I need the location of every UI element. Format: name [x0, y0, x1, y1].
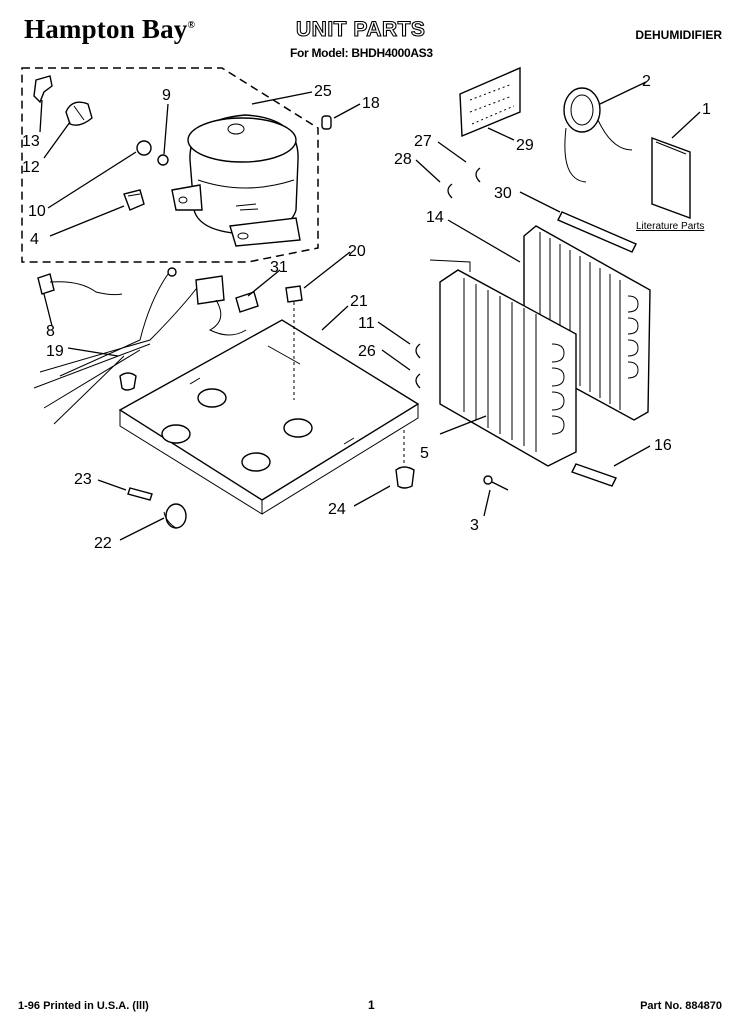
callout-12: 12 [22, 159, 40, 176]
callout-21: 21 [350, 293, 368, 310]
callout-8: 8 [46, 323, 55, 340]
clip-part-26 [415, 373, 421, 389]
bushing-part-31 [235, 291, 259, 313]
callout-24: 24 [328, 501, 346, 518]
callout-11: 11 [358, 315, 375, 332]
callout-10: 10 [28, 203, 46, 220]
compressor-assembly-outline [21, 67, 319, 263]
condenser-part [439, 269, 577, 467]
callout-3: 3 [470, 517, 479, 534]
callout-23: 23 [74, 471, 92, 488]
thermistor-part [37, 273, 123, 296]
duct-collar-part [563, 87, 633, 183]
print-note: 1-96 Printed in U.S.A. (lll) [18, 1000, 149, 1012]
seal-strip-part-30 [557, 211, 637, 253]
callout-20: 20 [348, 243, 366, 260]
callout-22: 22 [94, 535, 112, 552]
callout-9: 9 [162, 87, 171, 104]
clip-part-13 [33, 75, 53, 104]
compressor-part [171, 114, 301, 247]
callout-18: 18 [362, 95, 380, 112]
clip-part-27 [475, 167, 481, 183]
callout-2: 2 [642, 73, 651, 90]
callout-26: 26 [358, 343, 376, 360]
brand-name: Hampton Bay [24, 14, 188, 44]
clip-part-28 [447, 183, 453, 199]
clip-part-11 [415, 343, 421, 359]
callout-4: 4 [30, 231, 39, 248]
page-title: UNIT PARTS [295, 17, 426, 41]
screw-part [483, 475, 509, 491]
page-number: 1 [368, 998, 375, 1012]
brand-registered-mark: ® [187, 20, 196, 31]
callout-16: 16 [654, 437, 672, 454]
bushing-part-22 [163, 503, 187, 529]
model-subtitle: For Model: BHDH4000AS3 [290, 46, 433, 60]
foot-part [395, 430, 415, 489]
overload-part-10 [136, 140, 169, 166]
cover-part-12 [65, 101, 93, 126]
grommet-part-20 [285, 285, 303, 400]
callout-5: 5 [420, 445, 429, 462]
callout-28: 28 [394, 151, 412, 168]
filter-part [459, 66, 521, 138]
wire-harness-part [33, 267, 247, 425]
callout-27: 27 [414, 133, 432, 150]
pin-part-23 [127, 487, 153, 501]
seal-strip-part-16 [571, 463, 617, 487]
grommet-part-18 [321, 115, 332, 130]
callout-19: 19 [46, 343, 64, 360]
callout-31: 31 [270, 259, 288, 276]
base-pan-part [118, 319, 420, 515]
callout-14: 14 [426, 209, 444, 226]
part-number: Part No. 884870 [640, 1000, 722, 1012]
brand-logo: Hampton Bay® [24, 14, 195, 45]
literature-parts-label: Literature Parts [636, 221, 704, 232]
callout-29: 29 [516, 137, 534, 154]
callout-1: 1 [702, 101, 711, 118]
relay-part-4 [123, 189, 145, 211]
callout-13: 13 [22, 133, 40, 150]
callout-leaders [39, 81, 701, 541]
callout-30: 30 [494, 185, 512, 202]
literature-part [651, 136, 691, 220]
callout-25: 25 [314, 83, 332, 100]
product-category: DEHUMIDIFIER [635, 28, 722, 42]
